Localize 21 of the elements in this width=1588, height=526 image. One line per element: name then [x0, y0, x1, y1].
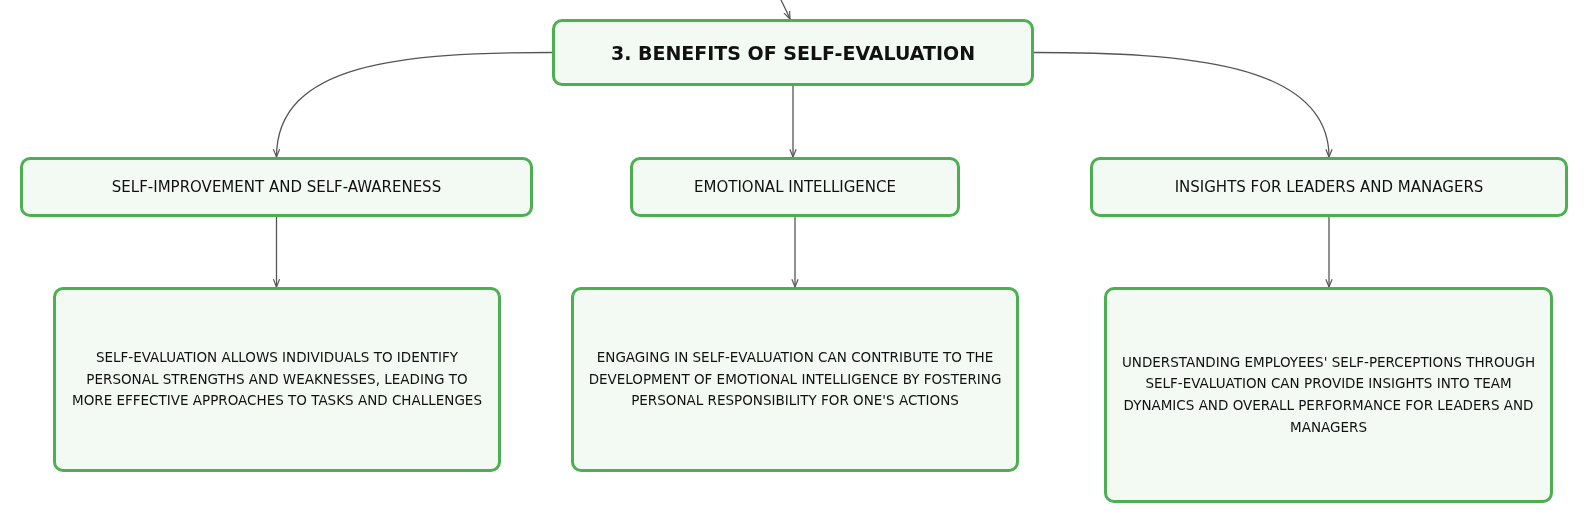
subtopic-box — [630, 157, 960, 217]
arrow — [272, 216, 281, 288]
arrow — [273, 51, 553, 158]
description-box — [53, 287, 501, 472]
subtopic-box — [1090, 157, 1568, 217]
description-box — [571, 287, 1019, 472]
subtopic-label: EMOTIONAL INTELLIGENCE — [694, 178, 896, 196]
description-box — [1104, 287, 1553, 503]
subtopic-box — [20, 157, 533, 217]
topic-box — [552, 19, 1034, 86]
subtopic-label: SELF-IMPROVEMENT AND SELF-AWARENESS — [111, 178, 442, 196]
arrow — [780, 0, 791, 20]
description-text: UNDERSTANDING EMPLOYEES' SELF-PERCEPTIONS THROUGH SELF-EVALUATION CAN PROVIDE INSIGHTS INTO TEAM DYNAMICS AND OVERALL PERFORMANCE FOR LEADERS AND MANAGERS — [1121, 352, 1536, 437]
subtopic-label: INSIGHTS FOR LEADERS AND MANAGERS — [1174, 178, 1484, 196]
description-text: ENGAGING IN SELF-EVALUATION CAN CONTRIBUTE TO THE DEVELOPMENT OF EMOTIONAL INTELLIGENCE BY FOSTERING PERSONAL RESPONSIBILITY FOR ONE'S ACTIONS — [588, 348, 1002, 411]
arrow — [789, 85, 797, 158]
description-text: SELF-EVALUATION ALLOWS INDIVIDUALS TO IDENTIFY PERSONAL STRENGTHS AND WEAKNESSES, LEADING TO MORE EFFECTIVE APPROACHES TO TASKS AND CHALLENGES — [71, 348, 483, 411]
arrow — [791, 216, 799, 288]
arrow — [1033, 51, 1332, 158]
topic-title: 3. BENEFITS OF SELF-EVALUATION — [610, 41, 976, 64]
arrow — [1325, 216, 1333, 288]
